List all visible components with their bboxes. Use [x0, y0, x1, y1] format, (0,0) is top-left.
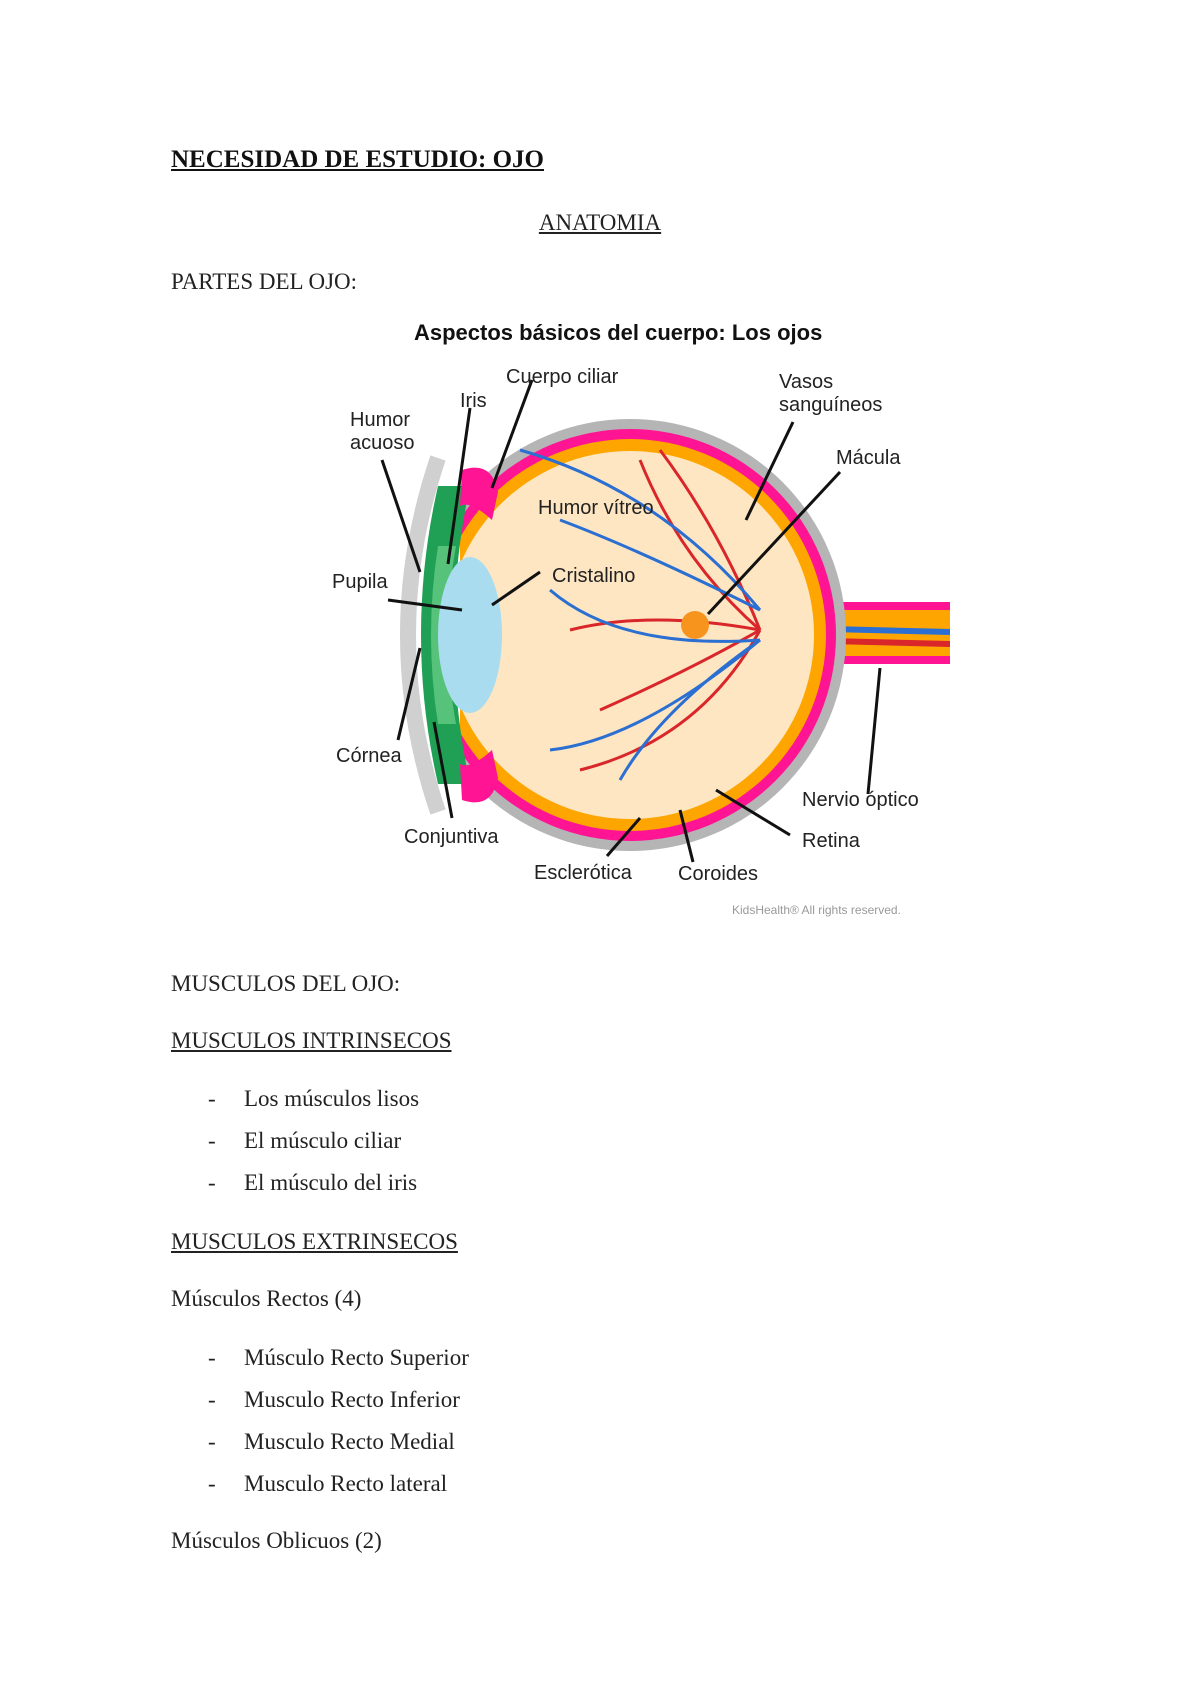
- label-humor-acuoso-1: Humor: [350, 409, 410, 431]
- label-humor-vitreo: Humor vítreo: [538, 497, 654, 519]
- bullet-dash: -: [208, 1429, 216, 1454]
- label-humor-acuoso-2: acuoso: [350, 432, 415, 454]
- eye-anatomy-figure: Aspectos básicos del cuerpo: Los ojos: [332, 320, 950, 917]
- label-cuerpo-ciliar: Cuerpo ciliar: [506, 366, 619, 388]
- bullet-dash: -: [208, 1387, 216, 1412]
- intrinsic-heading: MUSCULOS INTRINSECOS: [171, 1028, 452, 1053]
- intrinsic-item: El músculo ciliar: [244, 1128, 402, 1153]
- figure-credit: KidsHealth® All rights reserved.: [732, 903, 901, 917]
- figure-title: Aspectos básicos del cuerpo: Los ojos: [414, 320, 822, 345]
- label-vasos-2: sanguíneos: [779, 394, 882, 416]
- veins: [519, 448, 762, 781]
- bullet-dash: -: [208, 1128, 216, 1153]
- label-pupila: Pupila: [332, 571, 388, 593]
- extrinsic-heading: MUSCULOS EXTRINSECOS: [171, 1229, 458, 1254]
- label-nervio-optico: Nervio óptico: [802, 789, 919, 811]
- leader-lines: [380, 379, 882, 863]
- cornea-shape: [400, 455, 446, 815]
- label-coroides: Coroides: [678, 863, 758, 885]
- label-macula: Mácula: [836, 447, 901, 469]
- bullet-dash: -: [208, 1345, 216, 1370]
- label-vasos-1: Vasos: [779, 371, 833, 393]
- intrinsic-item: Los músculos lisos: [244, 1086, 420, 1111]
- label-iris: Iris: [460, 390, 487, 412]
- label-cristalino: Cristalino: [552, 565, 635, 587]
- recto-item: Musculo Recto Medial: [244, 1429, 455, 1454]
- label-esclerotica: Esclerótica: [534, 862, 633, 884]
- label-conjuntiva: Conjuntiva: [404, 826, 499, 848]
- oblicuos-heading: Músculos Oblicuos (2): [171, 1528, 382, 1553]
- bullet-dash: -: [208, 1086, 216, 1111]
- section-heading: ANATOMIA: [538, 210, 662, 235]
- optic-nerve-sheath-bottom: [800, 656, 950, 664]
- recto-item: Musculo Recto lateral: [244, 1471, 448, 1496]
- recto-item: Músculo Recto Superior: [244, 1345, 469, 1370]
- ciliary-body-lower: [460, 750, 498, 803]
- label-retina: Retina: [802, 830, 861, 852]
- muscles-heading: MUSCULOS DEL OJO:: [171, 971, 401, 996]
- parts-heading: PARTES DEL OJO:: [171, 269, 358, 294]
- vitreous-shape: [446, 451, 814, 819]
- ciliary-body-upper: [460, 467, 498, 520]
- intrinsic-item: El músculo del iris: [244, 1170, 418, 1195]
- lens-shape: [438, 557, 502, 713]
- document-title: NECESIDAD DE ESTUDIO: OJO: [171, 146, 544, 173]
- bullet-dash: -: [208, 1471, 216, 1496]
- optic-nerve-sheath-top: [800, 602, 950, 610]
- recto-item: Musculo Recto Inferior: [244, 1387, 460, 1412]
- label-cornea: Córnea: [336, 745, 402, 767]
- bullet-dash: -: [208, 1170, 216, 1195]
- macula-shape: [681, 611, 709, 639]
- rectos-heading: Músculos Rectos (4): [171, 1286, 362, 1311]
